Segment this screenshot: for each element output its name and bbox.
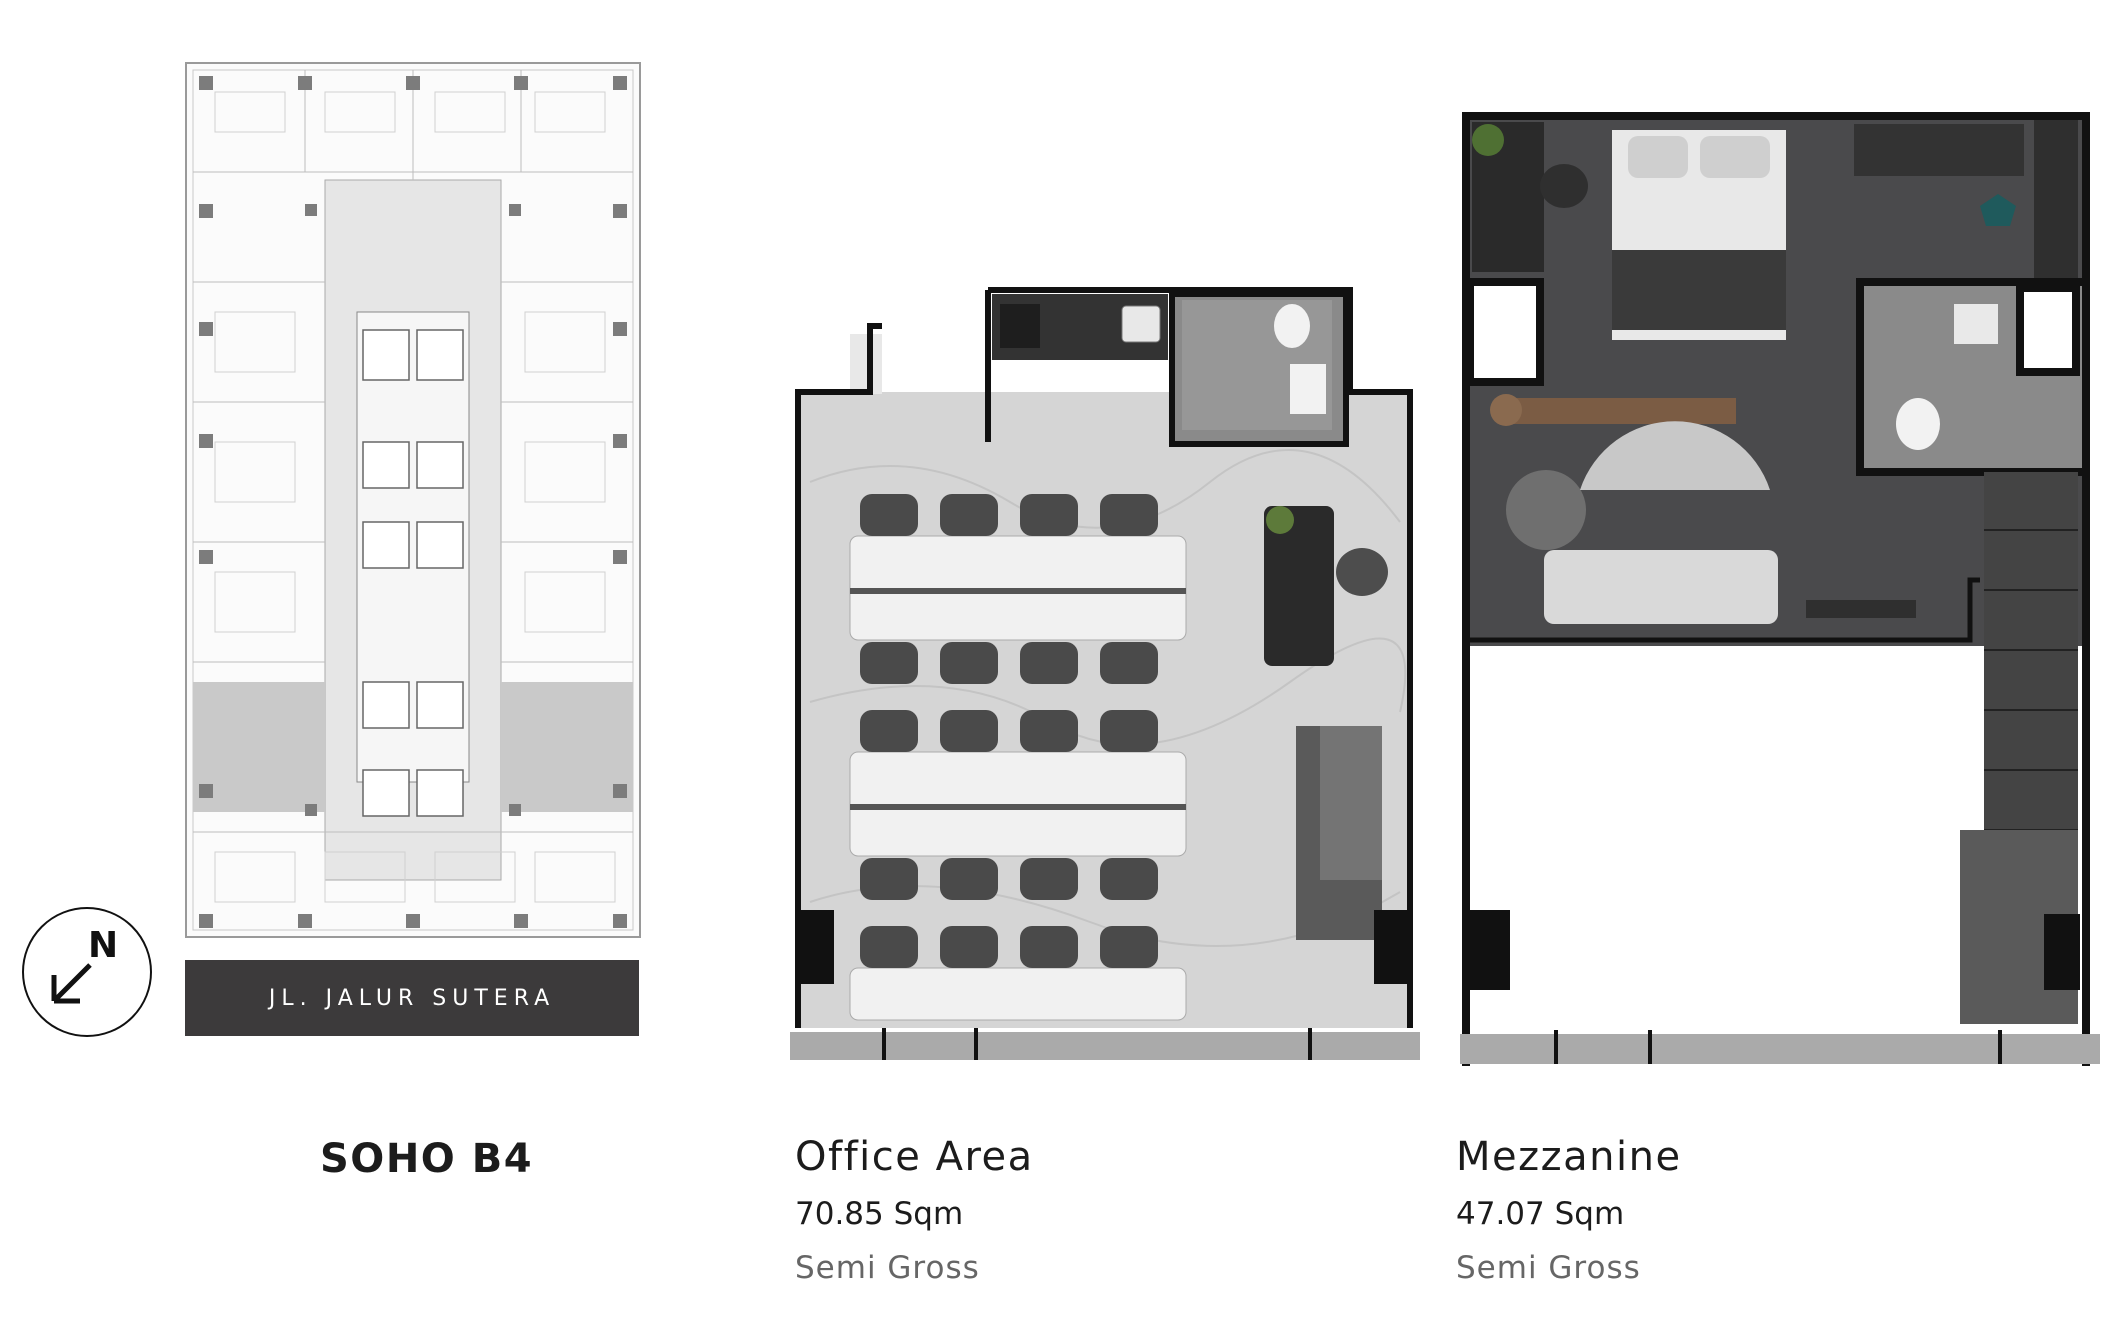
section-title-soho: SOHO B4 — [320, 1136, 534, 1182]
section-title-office: Office Area — [795, 1134, 1034, 1180]
street-label: JL. JALUR SUTERA — [185, 960, 639, 1036]
north-arrow-icon — [51, 963, 92, 1004]
office-area-basis: Semi Gross — [795, 1250, 980, 1286]
building-key-plan — [185, 62, 641, 938]
mezzanine-area-size: 47.07 Sqm — [1456, 1196, 1625, 1232]
mezzanine-area-basis: Semi Gross — [1456, 1250, 1641, 1286]
office-area-plan — [790, 287, 1420, 1060]
section-title-mezzanine: Mezzanine — [1456, 1134, 1682, 1180]
office-area-size: 70.85 Sqm — [795, 1196, 964, 1232]
compass: N — [22, 907, 152, 1037]
mezzanine-plan — [1460, 112, 2100, 1066]
compass-letter: N — [88, 925, 119, 966]
